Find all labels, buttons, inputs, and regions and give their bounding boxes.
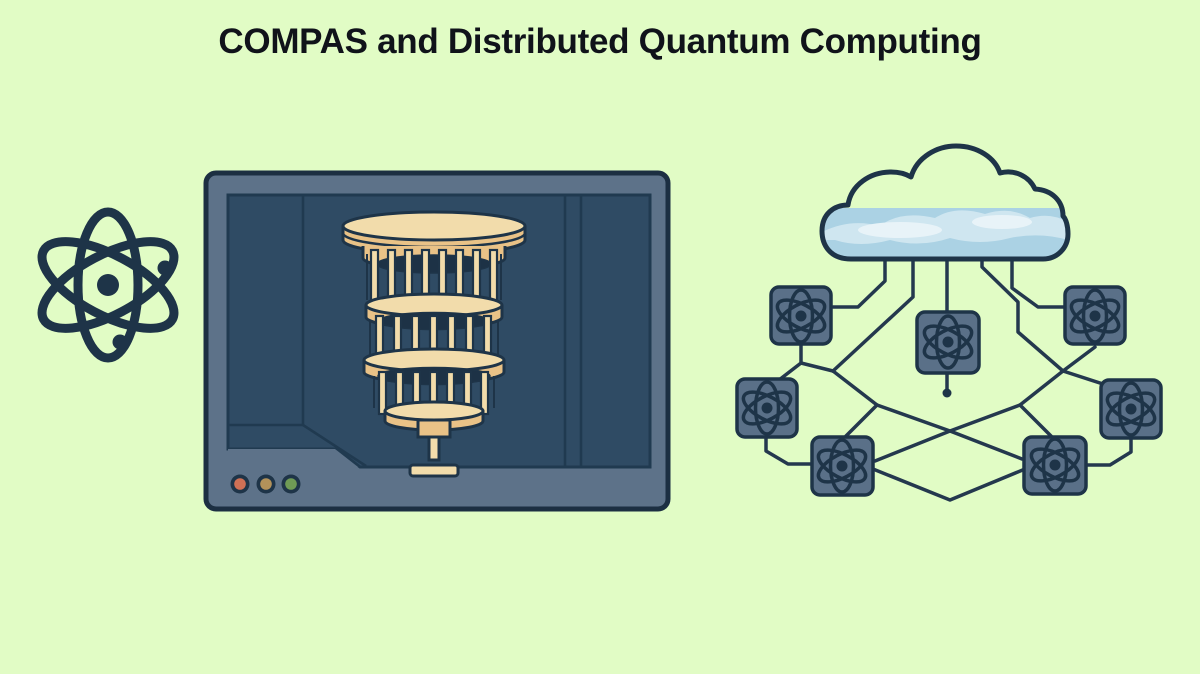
chandelier-block [416,418,452,439]
atom-electron [157,260,173,276]
atom-orbits [37,207,179,363]
network-node-bottom-left [810,435,875,497]
network-links [764,257,1133,502]
network-node-top-left [769,285,833,346]
bezel-step [228,449,358,467]
status-dot-green [285,478,297,490]
status-dot-amber [260,478,272,490]
status-dot-red [234,478,246,490]
quantum-chandelier-icon [341,210,527,478]
chandelier-base-plate [408,463,460,478]
quantum-computer-monitor [203,170,671,512]
atom-nucleus [97,274,119,296]
network-node-mid-right [1099,378,1163,440]
screen-panel-lines [229,196,583,468]
network-node-mid-left [735,377,799,439]
link-terminal-dot [942,388,952,398]
atom-electron [112,334,128,350]
network-node-top-right [1063,285,1127,346]
page-title: COMPAS and Distributed Quantum Computing [218,22,982,61]
chandelier-stem [427,435,441,462]
atom-icon [37,207,179,363]
status-dots [230,474,301,494]
cloud-icon [819,143,1071,262]
distributed-quantum-network [735,143,1163,502]
network-node-center [915,310,981,375]
network-node-bottom-right [1022,435,1088,496]
